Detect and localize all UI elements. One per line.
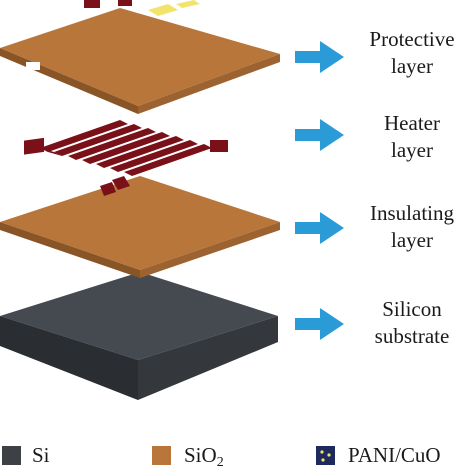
pani-cuo-dots-icon <box>320 450 331 462</box>
insulating-layer <box>0 176 280 278</box>
heater-layer <box>24 120 228 196</box>
legend-sio2-swatch <box>152 446 171 465</box>
legend-sio2-subscript: 2 <box>216 455 224 470</box>
label-heater-line1: Heater <box>384 111 440 135</box>
label-insulating-layer: Insulating layer <box>350 200 474 254</box>
legend-si-label: Si <box>32 443 50 467</box>
pani-cuo-film <box>148 0 200 16</box>
label-heater-layer: Heater layer <box>350 110 474 164</box>
legend-si-swatch <box>2 446 21 465</box>
legend-pani-cuo-label: PANI/CuO <box>348 443 441 467</box>
arrow-silicon-icon <box>295 308 344 340</box>
arrow-protective-icon <box>295 41 344 73</box>
label-silicon-line1: Silicon <box>382 297 442 321</box>
protective-layer <box>0 8 280 114</box>
label-silicon-line2: substrate <box>374 324 450 348</box>
label-insulating-line1: Insulating <box>370 201 454 225</box>
label-protective-line2: layer <box>391 54 433 78</box>
label-protective-line1: Protective <box>369 27 455 51</box>
arrow-insulating-icon <box>295 212 344 244</box>
silicon-substrate-layer <box>0 272 278 400</box>
label-insulating-line2: layer <box>391 228 433 252</box>
legend-sio2-label: SiO2 <box>184 442 224 476</box>
label-protective-layer: Protective layer <box>350 26 474 80</box>
top-electrodes <box>84 0 132 8</box>
label-silicon-substrate: Silicon substrate <box>350 296 474 350</box>
label-heater-line2: layer <box>391 138 433 162</box>
legend-pani-cuo-swatch <box>316 446 335 465</box>
arrow-heater-icon <box>295 119 344 151</box>
legend-sio2-base: SiO <box>184 443 217 467</box>
